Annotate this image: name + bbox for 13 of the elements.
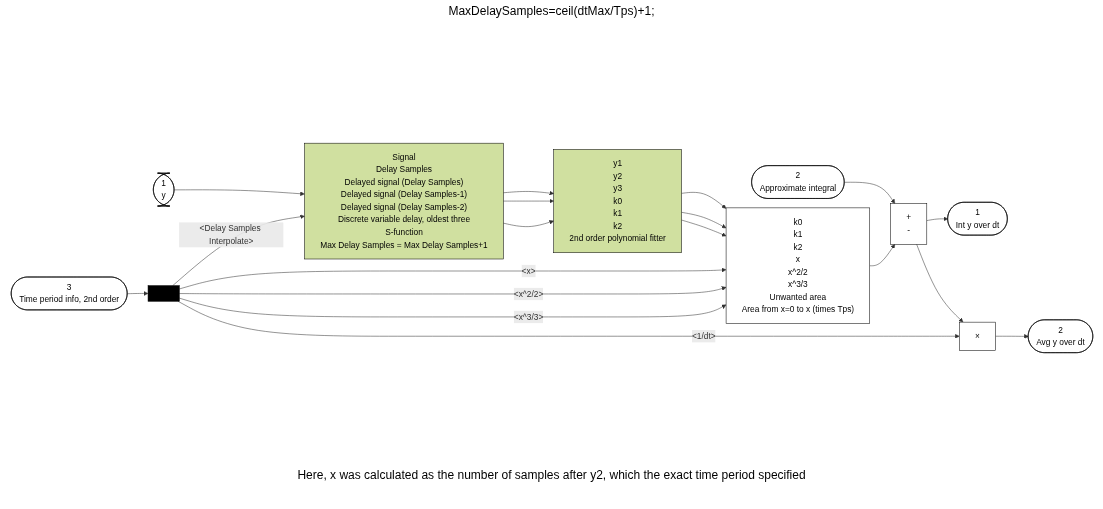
node-box: × [958,321,996,351]
node-box: + - [889,203,927,245]
note-text: Here, x was calculated as the number of samples after y2, which the exact time period specified [297,468,806,482]
edge-label: <x^3/3> [513,312,543,322]
edge-label: <x^2/2> [513,289,543,299]
node-bar [147,285,180,302]
note-text: MaxDelaySamples=ceil(dtMax/Tps)+1; [448,4,655,18]
edge-label: <x> [521,266,536,276]
node-box: Signal Delay Samples Delayed signal (Delay Samples) Delayed signal (Delay Samples-1) Delayed signal (Delay Samples-2) Discrete variable delay, oldest three S-function Max Delay Samples = Max Delay Samples+1 [303,143,504,260]
edge-label: <1/dt> [691,331,716,341]
node-box: y1 y2 y3 k0 k1 k2 2nd order polynomial fitter [552,149,682,254]
node-box: k0 k1 k2 x x^2/2 x^3/3 Unwanted area Area from x=0 to x (times Tps) [725,207,870,325]
edge-label: <Delay Samples Interpolate> [199,224,261,246]
